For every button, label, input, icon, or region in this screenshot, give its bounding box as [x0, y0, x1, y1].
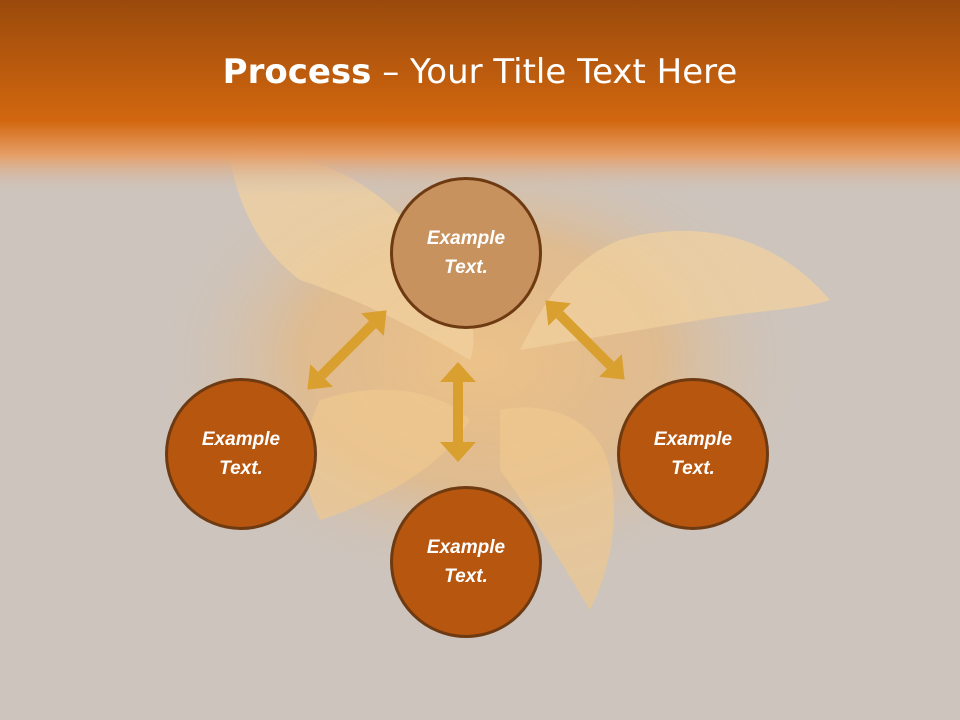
node-right: Example Text.: [617, 378, 769, 530]
arrow-vertical: [440, 362, 476, 462]
node-bottom: Example Text.: [390, 486, 542, 638]
node-bottom-line2: Text.: [444, 566, 488, 587]
title-dash: –: [371, 52, 411, 92]
node-left: Example Text.: [165, 378, 317, 530]
node-left-line2: Text.: [219, 458, 263, 479]
arrow-top-right: [545, 300, 625, 380]
node-top: Example Text.: [390, 177, 542, 329]
node-top-line1: Example: [426, 228, 506, 249]
node-bottom-line1: Example: [426, 537, 506, 558]
title-bold: Process: [222, 52, 372, 92]
node-left-line1: Example: [201, 429, 281, 450]
node-right-line2: Text.: [671, 458, 715, 479]
title-rest: Your Title Text Here: [410, 52, 738, 92]
node-right-line1: Example: [653, 429, 733, 450]
arrow-left-top: [307, 310, 387, 390]
node-top-line2: Text.: [444, 257, 488, 278]
slide-title: Process – Your Title Text Here: [0, 52, 960, 92]
